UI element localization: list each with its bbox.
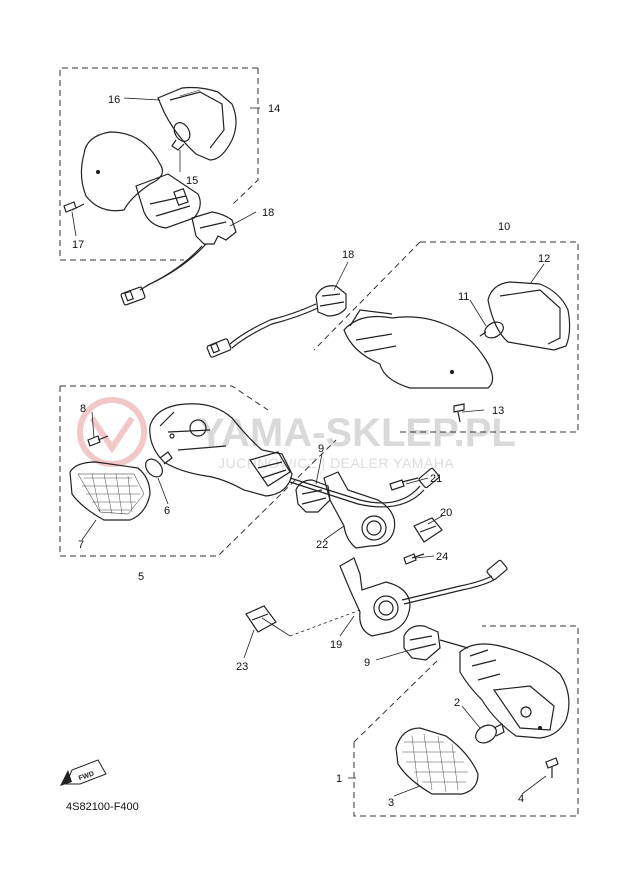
callout-9-lower: 9 <box>364 657 370 669</box>
screw-4 <box>545 757 559 778</box>
bolt-24 <box>403 553 425 565</box>
rear-right-signal-assembly <box>206 281 571 423</box>
bracket-9-lower <box>403 625 441 661</box>
connector-mid-left <box>418 467 440 489</box>
callout-17: 17 <box>72 239 84 251</box>
callout-14: 14 <box>268 103 280 115</box>
plate-19 <box>339 557 411 637</box>
group-boxes <box>59 67 579 817</box>
connector-mid-right <box>486 559 508 581</box>
housing-5 <box>149 403 293 497</box>
callout-11: 11 <box>458 291 469 303</box>
bolt-21 <box>389 477 419 491</box>
callout-labels: 16 14 15 17 18 10 18 12 11 13 8 9 21 6 2… <box>72 94 550 809</box>
callout-5: 5 <box>138 571 144 583</box>
fwd-arrow-icon: FWD <box>60 759 107 786</box>
callout-13: 13 <box>492 405 504 417</box>
front-left-signal-assembly <box>69 403 440 521</box>
callout-12: 12 <box>538 253 550 265</box>
callout-21: 21 <box>430 473 442 485</box>
callout-1: 1 <box>336 773 342 785</box>
callout-23: 23 <box>236 661 248 673</box>
callout-20: 20 <box>440 507 452 519</box>
watermark-logo-mark <box>89 416 135 454</box>
diagram-code: 4S82100-F400 <box>66 801 139 813</box>
callout-8: 8 <box>80 403 86 415</box>
bulb-6 <box>145 458 163 478</box>
callout-16: 16 <box>108 94 120 106</box>
bracket-18-right <box>315 285 347 317</box>
callout-15: 15 <box>186 175 198 187</box>
callout-3: 3 <box>388 797 394 809</box>
screw-8 <box>87 435 109 447</box>
lens-12 <box>487 281 571 351</box>
nut-20 <box>413 517 443 543</box>
callout-19: 19 <box>330 639 342 651</box>
watermark-logo-ring <box>77 397 147 467</box>
screw-13 <box>453 403 465 423</box>
group-box-1 <box>353 625 579 817</box>
callout-24: 24 <box>436 551 448 563</box>
callout-7: 7 <box>78 539 84 551</box>
connector-top-right <box>206 338 232 358</box>
callout-9-upper: 9 <box>318 443 324 455</box>
plate-22 <box>323 471 396 549</box>
callout-22: 22 <box>316 539 328 551</box>
housing-14 <box>80 131 163 212</box>
nut-23 <box>245 605 277 633</box>
callout-18-top: 18 <box>262 207 274 219</box>
bulb-15 <box>173 122 191 142</box>
callout-4: 4 <box>518 793 524 805</box>
screw-17 <box>63 201 85 213</box>
watermark-subtitle: JUCHNOWICZ | DEALER YAMAHA <box>218 455 454 471</box>
housing-10 <box>343 315 494 389</box>
watermark: YAMA-SKLEP.PL JUCHNOWICZ | DEALER YAMAHA <box>77 397 516 471</box>
callout-6: 6 <box>164 505 170 517</box>
watermark-title: YAMA-SKLEP.PL <box>198 411 516 455</box>
leader-lines <box>71 97 547 797</box>
rear-left-signal-assembly <box>63 86 237 306</box>
bulb-11 <box>484 321 504 339</box>
bracket-9-upper <box>295 479 331 513</box>
front-right-signal-assembly <box>395 643 570 795</box>
lens-3 <box>395 727 479 795</box>
group-box-14 <box>59 67 258 261</box>
bulb-2 <box>475 724 497 744</box>
callout-10: 10 <box>498 221 510 233</box>
housing-1 <box>459 643 570 739</box>
bracket-18-top <box>191 211 237 245</box>
callout-18-right: 18 <box>342 249 354 261</box>
connector-top-left <box>120 286 146 306</box>
lens-16 <box>157 86 237 161</box>
mounting-hardware <box>245 471 508 661</box>
lens-7 <box>69 461 151 521</box>
group-box-10 <box>398 241 579 433</box>
callout-2: 2 <box>454 697 460 709</box>
group-box-5 <box>59 386 337 557</box>
